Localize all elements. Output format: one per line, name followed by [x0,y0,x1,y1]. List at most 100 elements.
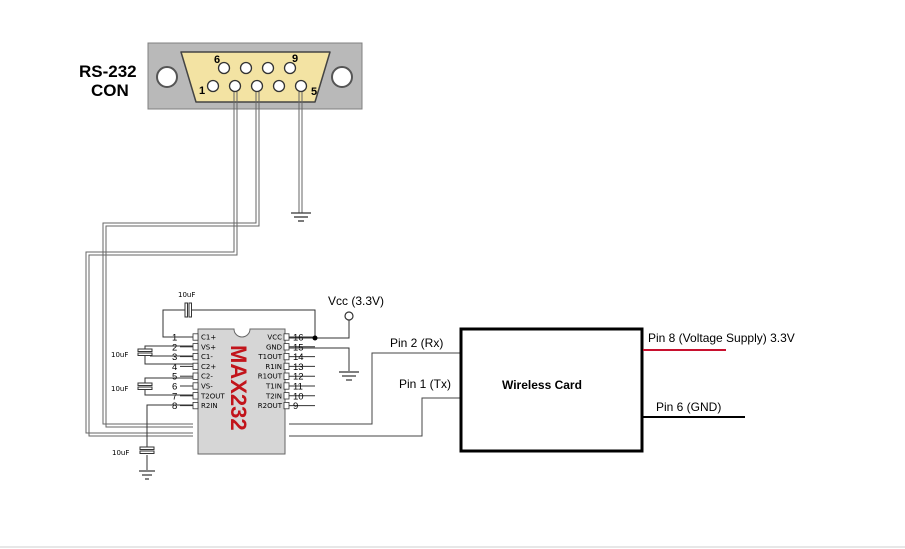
chip-pin-left-label: T2OUT [200,392,225,400]
chip-pin-right-box [283,392,290,400]
chip-pin-left-box [192,343,199,351]
wire-gnd [289,347,350,371]
connector-pin9-label: 9 [292,53,298,65]
db9-pin-1 [206,79,220,93]
cap-left1-plate-a [137,348,153,352]
db9-pin-8 [261,61,275,75]
chip-pin-right-number: 11 [293,382,303,393]
cap-bottom-plate-a [139,446,155,450]
ground-symbol-connector [291,212,311,222]
wire-pin5 [144,390,193,396]
chip-pin-right-box [283,343,290,351]
vcc-terminal [344,311,354,321]
max232-chip [197,328,286,455]
wire-pin6 [146,404,193,447]
cap-left1-plate-b [137,352,153,356]
wire-pin2-b [88,92,238,437]
chip-pin-right-label: T1OUT [257,353,282,361]
wire-vcc [289,320,350,339]
wire-c1-left [162,309,193,338]
wire-pin4 [144,377,193,383]
chip-pin-right-box [283,333,290,341]
cap-left1-label: 10uF [111,351,128,359]
rs232-connector: 1 5 6 9 [147,42,363,110]
chip-pin-left-box [192,333,199,341]
chip-pin-left-number: 8 [172,401,177,412]
chip-pin-right-number: 10 [293,391,304,402]
cap-bottom-label: 10uF [112,449,129,457]
pin-gnd-label: Pin 6 (GND) [656,400,721,414]
chip-pin-left-number: 7 [172,391,177,402]
chip-pin-right-box [283,372,290,380]
wire-rx [289,352,460,425]
ground-symbol-chip [339,371,359,381]
chip-pin-right-number: 9 [293,401,298,412]
cap-left2-plate-a [137,382,153,386]
chip-body [197,328,286,455]
wire-pin2-cap [144,345,193,349]
chip-pin-right-box [283,382,290,390]
chip-pin-right-label: GND [266,343,282,351]
wireless-card-label: Wireless Card [502,378,582,392]
connector-wires [85,92,303,437]
connector-subtitle: CON [91,81,129,100]
pin-vsupply-label: Pin 8 (Voltage Supply) 3.3V [648,331,795,345]
ground-symbol-cap [139,470,155,480]
chip-pin-left-number: 6 [172,382,177,393]
connector-pin6-label: 6 [214,54,220,66]
wire-cap1-bottom [144,356,193,365]
chip-pin-right-box [283,352,290,361]
chip-pin-left-box [192,372,199,380]
chip-pin-right-label: R2OUT [258,402,283,410]
chip-pin-left-box [192,352,199,361]
chip-pin-left-number: 1 [172,333,177,344]
chip-pin-left-label: C1- [201,353,213,361]
db9-pin-7 [239,61,253,75]
chip-pin-left-label: R2IN [201,402,218,410]
chip-pin-left-number: 4 [172,362,177,373]
chip-pin-left-number: 5 [172,372,177,383]
cap-top-label: 10uF [178,291,195,299]
cap-top-plate-b [188,302,192,318]
vcc-gnd-wiring [289,320,350,371]
connector-pin5-label: 5 [311,86,317,98]
chip-pin-left-label: C1+ [201,334,216,342]
chip-pin-right-label: R1IN [265,363,282,371]
chip-pin-right-label: VCC [267,334,282,342]
vcc-label: Vcc (3.3V) [328,294,384,308]
pin-rx-label: Pin 2 (Rx) [390,336,443,350]
connector-mount-hole-left [156,66,178,88]
data-lines [289,352,460,437]
cap-top-plate-a [184,302,188,318]
chip-pin-right-box [283,401,290,410]
wire-pin3-b [105,92,260,428]
chip-name: MAX232 [226,345,251,431]
wire-c1-right [191,309,316,338]
chip-pin-right-label: T1IN [265,383,282,391]
capacitor-network [144,309,316,470]
wire-tx [289,397,460,437]
connector-mount-hole-right [331,66,353,88]
chip-pin-right-box [283,362,290,371]
connector-pin1-label: 1 [199,85,205,97]
pin-tx-label: Pin 1 (Tx) [399,377,451,391]
wire-pin2-a [85,92,235,434]
chip-pin-left-box [192,382,199,390]
capacitor-plates [137,302,192,454]
chip-pin-right-number: 14 [293,352,304,363]
db9-pin-2 [228,79,242,93]
cap-left2-plate-b [137,386,153,390]
chip-pin-left-number: 2 [172,342,177,353]
chip-pin-left-box [192,392,199,400]
chip-pin-right-label: T2IN [265,392,282,400]
chip-pin-left-label: VS+ [201,343,216,351]
chip-pin-left-box [192,362,199,371]
chip-pin-left-label: C2- [201,373,213,381]
chip-pin-left-label: C2+ [201,363,216,371]
chip-pin-right-number: 13 [293,362,304,373]
chip-pin-left-box [192,401,199,410]
db9-pin-3 [250,79,264,93]
cap-left2-label: 10uF [111,385,128,393]
